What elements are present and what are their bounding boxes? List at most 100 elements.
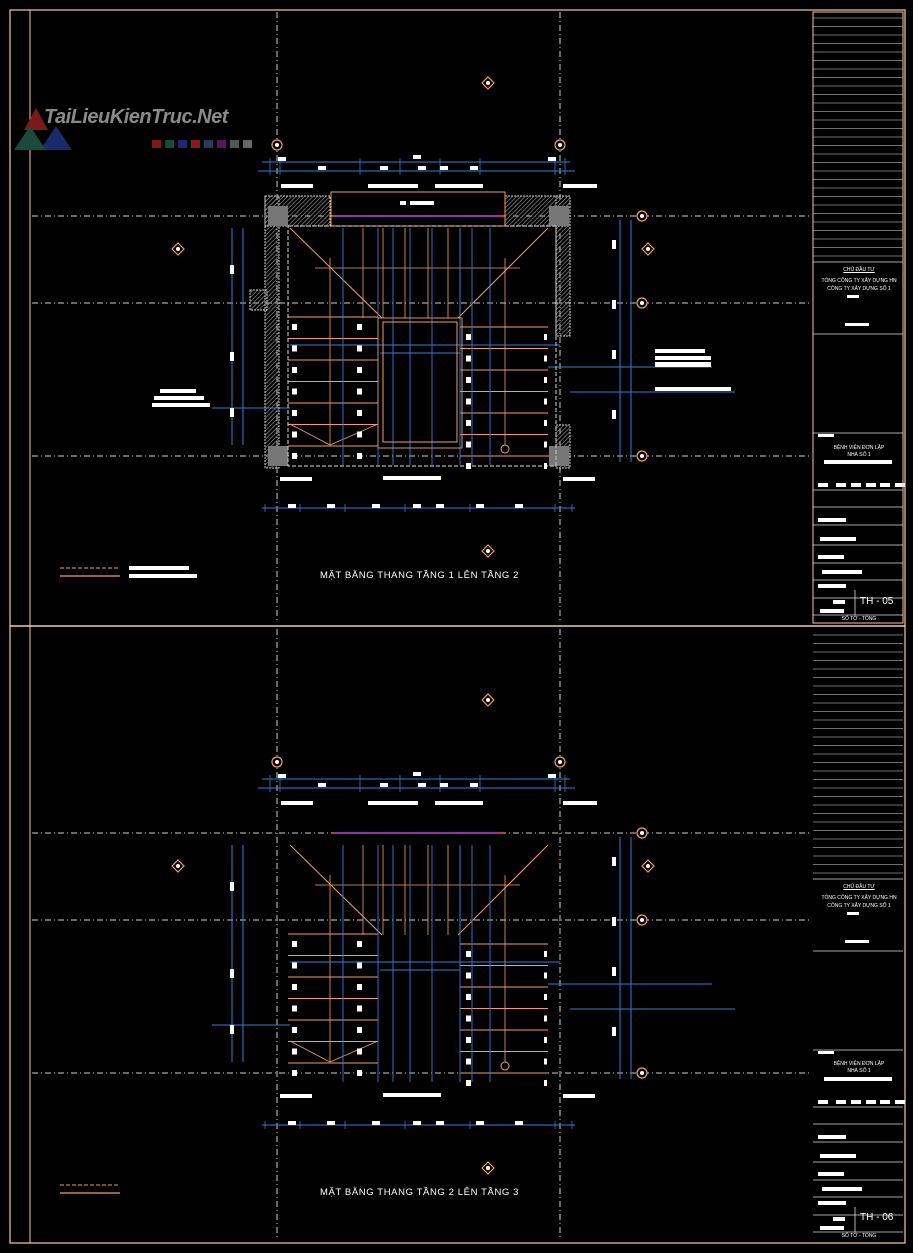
watermark-logo-icon <box>14 126 46 150</box>
title-block-text <box>851 1100 861 1104</box>
annotation-text <box>280 1094 312 1098</box>
step-number <box>544 994 547 1000</box>
step-number <box>357 1005 362 1012</box>
section-marker-text <box>486 549 490 553</box>
annotation-text <box>435 184 483 188</box>
step-number <box>292 324 297 330</box>
watermark-logo: TaiLieuKienTruc.Net <box>44 106 228 128</box>
owner-line: CÔNG TY XÂY DỰNG SỐ 1 <box>827 286 891 292</box>
title-block-text <box>851 483 861 487</box>
step-number <box>292 431 297 438</box>
dimension-text <box>230 352 234 361</box>
stair-boundary <box>287 225 557 467</box>
title-block-text <box>845 940 869 943</box>
project-line: NHÀ SỐ 1 <box>847 1068 871 1074</box>
landing-frame <box>330 191 506 227</box>
section-marker-text <box>486 1166 490 1170</box>
dimension-text <box>230 408 234 417</box>
grid-bubble-text <box>640 454 644 458</box>
stair-diagonal <box>457 227 549 319</box>
title-block-text <box>836 483 846 487</box>
title-block-text <box>822 570 862 574</box>
title-block-text <box>824 460 892 464</box>
step-number <box>544 420 547 426</box>
annotation-text <box>563 477 595 481</box>
step-number <box>544 951 547 957</box>
section-marker-text <box>176 247 180 251</box>
step-number <box>357 324 362 330</box>
step-number <box>292 962 297 969</box>
dimension-text <box>413 1121 421 1125</box>
annotation-text <box>152 403 210 407</box>
title-block-text <box>818 1135 846 1139</box>
title-block-text <box>818 434 834 437</box>
step-number <box>357 1048 362 1055</box>
stair-well <box>382 321 458 443</box>
dimension-text <box>318 166 326 170</box>
annotation-text <box>160 389 196 393</box>
section-marker-text <box>646 247 650 251</box>
dimension-text <box>288 1121 296 1125</box>
stair-start-mark <box>500 444 510 454</box>
dimension-text <box>515 1121 523 1125</box>
title-block-text <box>866 1100 876 1104</box>
title-block-text <box>866 483 876 487</box>
dimension-text <box>413 155 421 159</box>
window-label <box>410 201 434 205</box>
title-block-text <box>818 584 846 588</box>
step-number <box>357 345 362 352</box>
step-number <box>466 994 471 1000</box>
project-line: BỆNH VIỆN ĐƠN LẬP <box>833 445 885 451</box>
dimension-text <box>476 504 484 508</box>
dimension-text <box>318 783 326 787</box>
annotation-text <box>435 801 483 805</box>
step-number <box>357 1070 362 1076</box>
stair-well-outer <box>377 317 463 449</box>
title-block-text <box>818 483 828 487</box>
title-block <box>812 11 904 624</box>
dimension-text <box>380 783 388 787</box>
dimension-text <box>288 504 296 508</box>
step-number <box>544 1037 547 1043</box>
watermark-color-swatch <box>217 140 226 148</box>
dimension-text <box>418 783 426 787</box>
step-number <box>544 441 547 448</box>
stair-boundary <box>287 225 557 467</box>
title-block-text <box>847 912 859 915</box>
step-number <box>292 1048 297 1055</box>
step-number <box>544 334 547 340</box>
dimension-text <box>548 774 556 778</box>
stair-diagonal <box>329 423 379 446</box>
dimension-text <box>372 504 380 508</box>
title-block-text <box>895 483 905 487</box>
step-number <box>357 410 362 416</box>
watermark-color-swatch <box>178 140 187 148</box>
owner-label: CHỦ ĐẦU TƯ <box>843 267 875 273</box>
step-number <box>544 1058 547 1065</box>
step-number <box>466 972 471 979</box>
title-block-text <box>880 483 890 487</box>
dimension-text <box>230 969 234 978</box>
dimension-text <box>470 166 478 170</box>
title-block-text <box>824 1077 892 1081</box>
title-block-text <box>818 555 844 559</box>
dimension-text <box>440 166 448 170</box>
column <box>268 206 288 226</box>
grid-bubble-text <box>640 301 644 305</box>
grid-bubble-text <box>640 918 644 922</box>
watermark-color-swatch <box>243 140 252 148</box>
window-label <box>400 201 406 205</box>
title-block-text <box>820 1226 844 1230</box>
watermark-color-swatch <box>191 140 200 148</box>
project-line: NHÀ SỐ 1 <box>847 452 871 458</box>
stair-diagonal <box>289 423 331 446</box>
owner-label: CHỦ ĐẦU TƯ <box>843 884 875 890</box>
wall-section <box>249 289 268 311</box>
step-number <box>466 951 471 957</box>
stair-diagonal <box>289 844 383 936</box>
stair-diagonal <box>457 844 549 936</box>
annotation-text <box>383 476 441 480</box>
dimension-text <box>548 157 556 161</box>
annotation-text <box>563 1094 595 1098</box>
project-line: BỆNH VIỆN ĐƠN LẬP <box>833 1061 885 1067</box>
